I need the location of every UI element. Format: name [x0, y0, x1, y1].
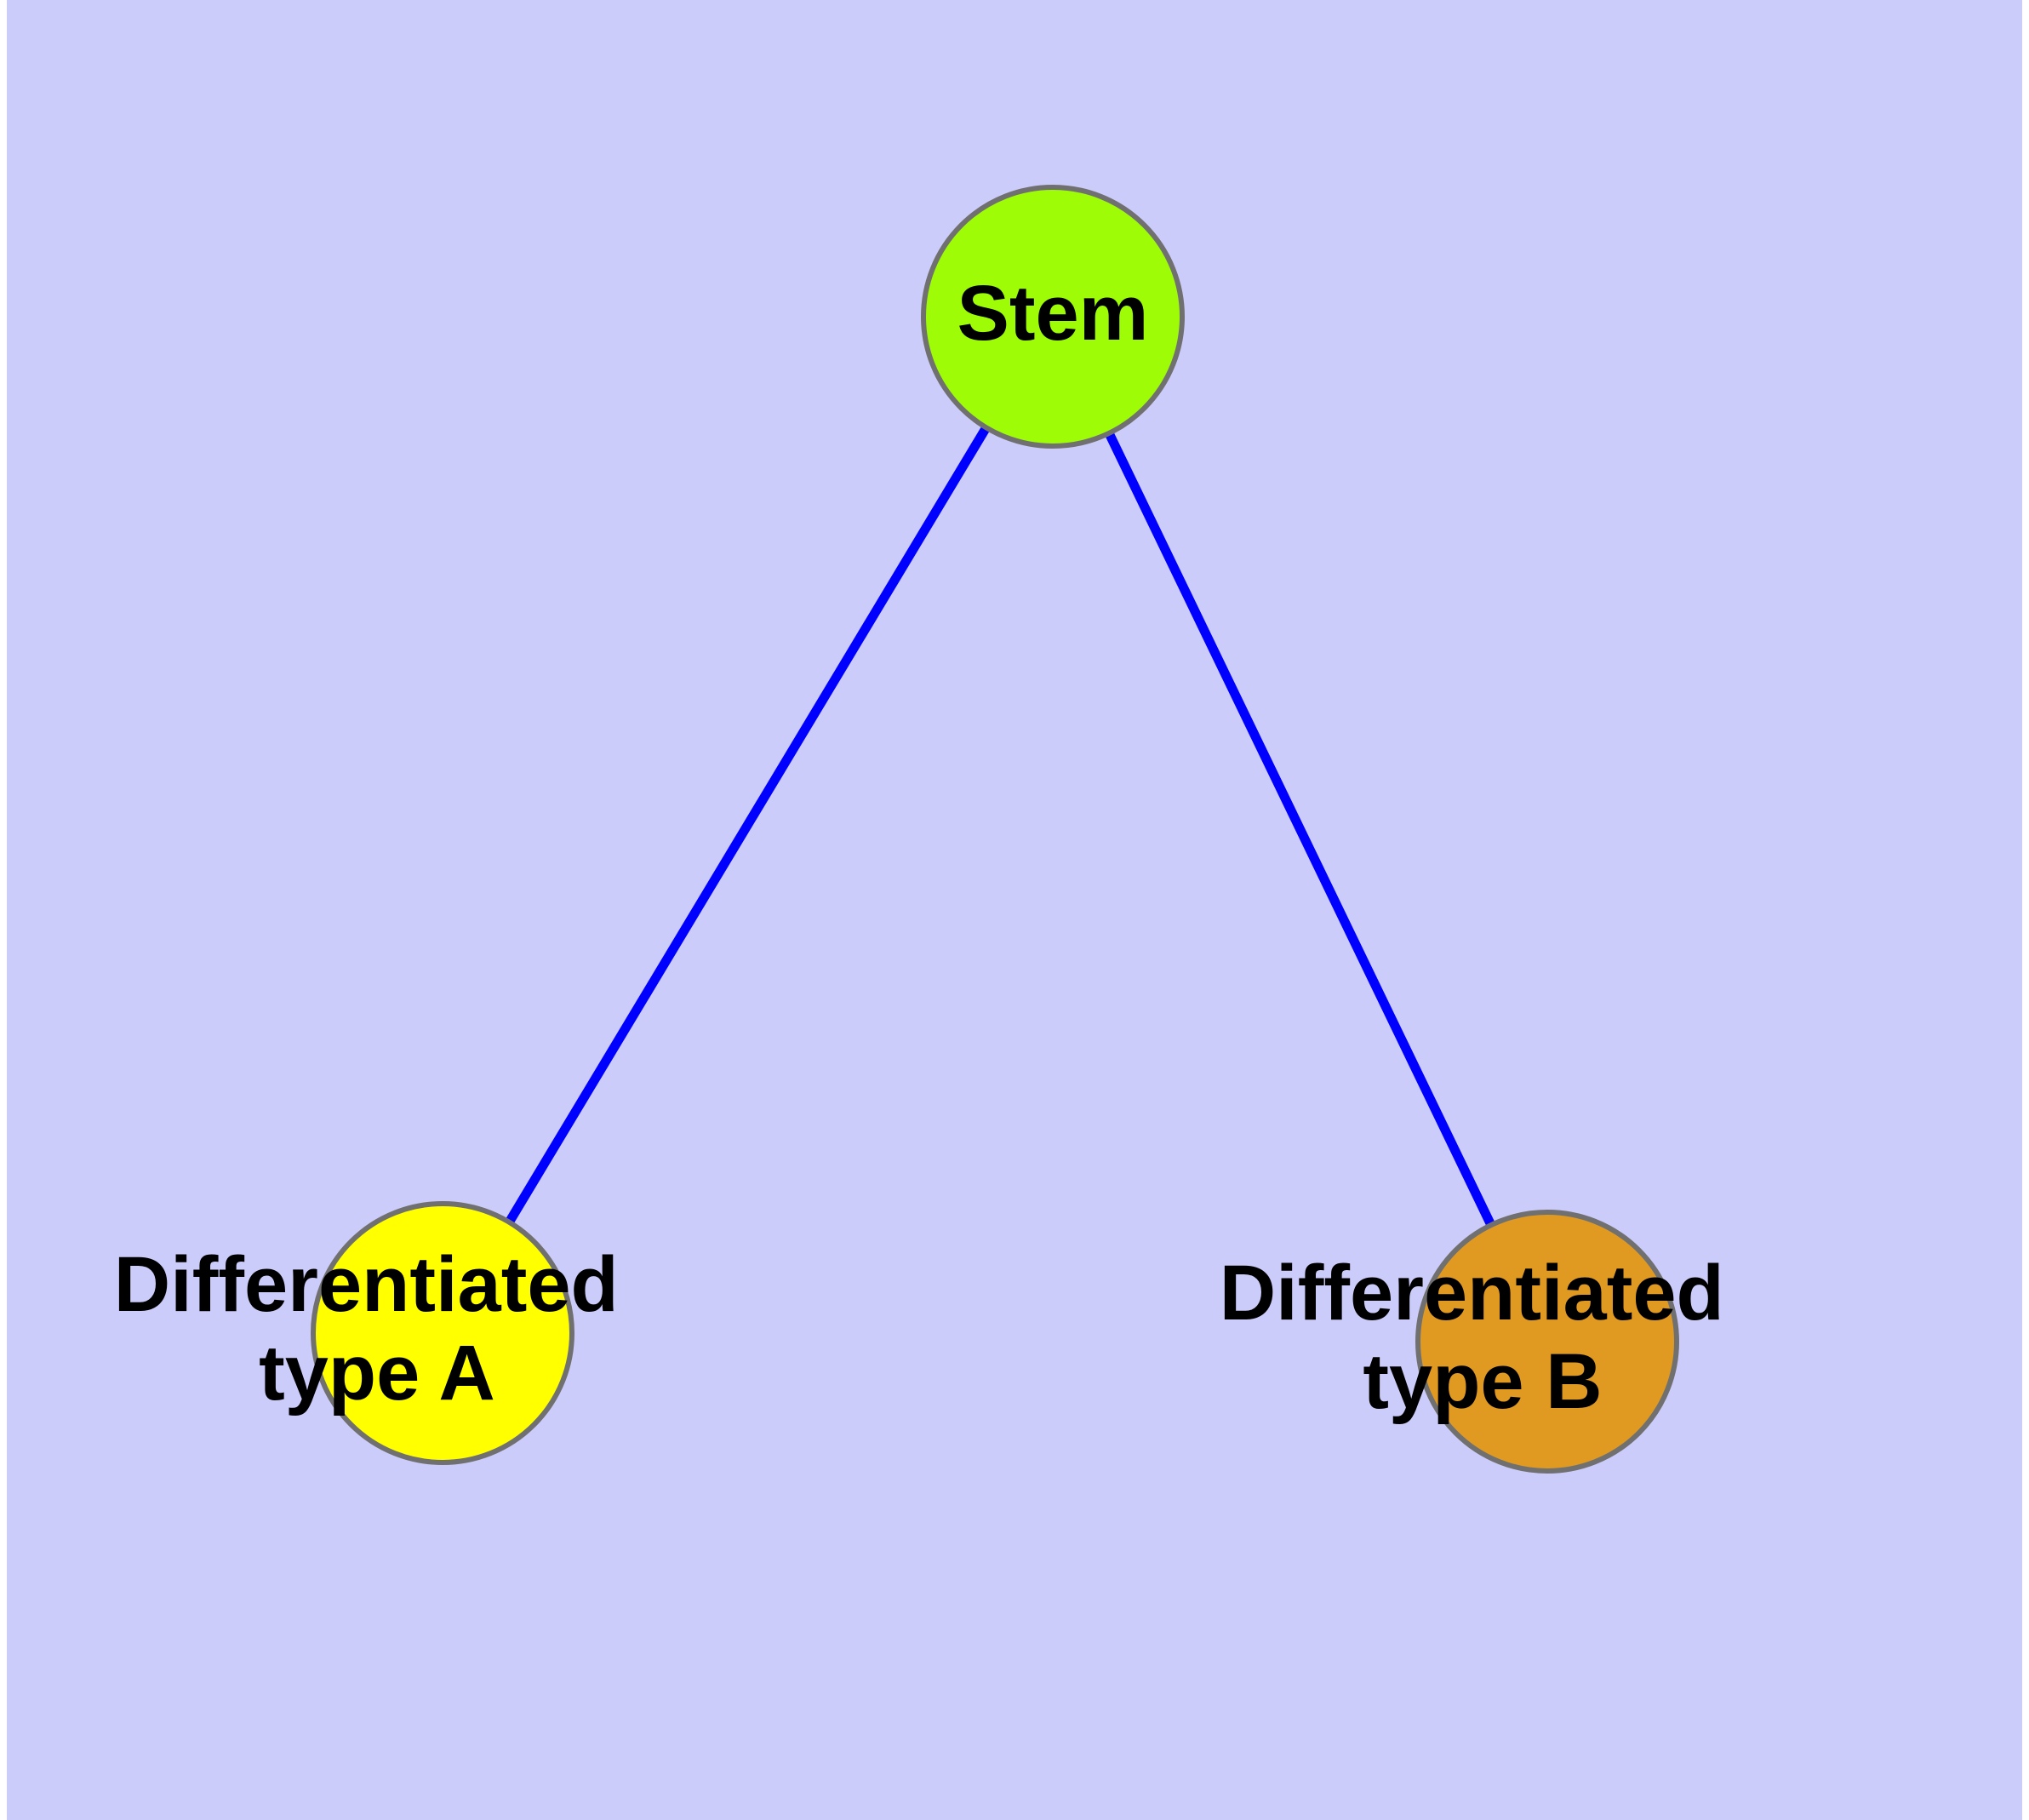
node-differentiated-type-b[interactable]: [1415, 1210, 1679, 1474]
node-label-differentiated-type-a: Differentiated type A: [114, 1241, 641, 1417]
edge-stem-to-diff-b[interactable]: [1049, 314, 1552, 1344]
edge-stem-to-diff-a[interactable]: [438, 314, 1057, 1336]
node-label-stem: Stem: [957, 270, 1149, 357]
cell-differentiation-graph: Stem Differentiated type A Differentiate…: [114, 185, 1746, 1474]
node-label-diff-a-line-2: type A: [259, 1330, 495, 1417]
node-label-diff-b-line-2: type B: [1363, 1338, 1602, 1425]
node-label-diff-a-line-1: Differentiated: [114, 1241, 619, 1328]
diagram-plot-area: Stem Differentiated type A Differentiate…: [7, 0, 2022, 1820]
labels-layer: Stem Differentiated type A Differentiate…: [114, 270, 1746, 1425]
node-label-differentiated-type-b: Differentiated type B: [1220, 1250, 1746, 1425]
node-label-stem-line-1: Stem: [957, 270, 1149, 357]
edges-layer: [438, 314, 1552, 1344]
node-stem[interactable]: [921, 185, 1185, 449]
nodes-layer: [311, 185, 1679, 1474]
node-label-diff-b-line-1: Differentiated: [1220, 1250, 1724, 1336]
node-differentiated-type-a[interactable]: [311, 1201, 574, 1465]
